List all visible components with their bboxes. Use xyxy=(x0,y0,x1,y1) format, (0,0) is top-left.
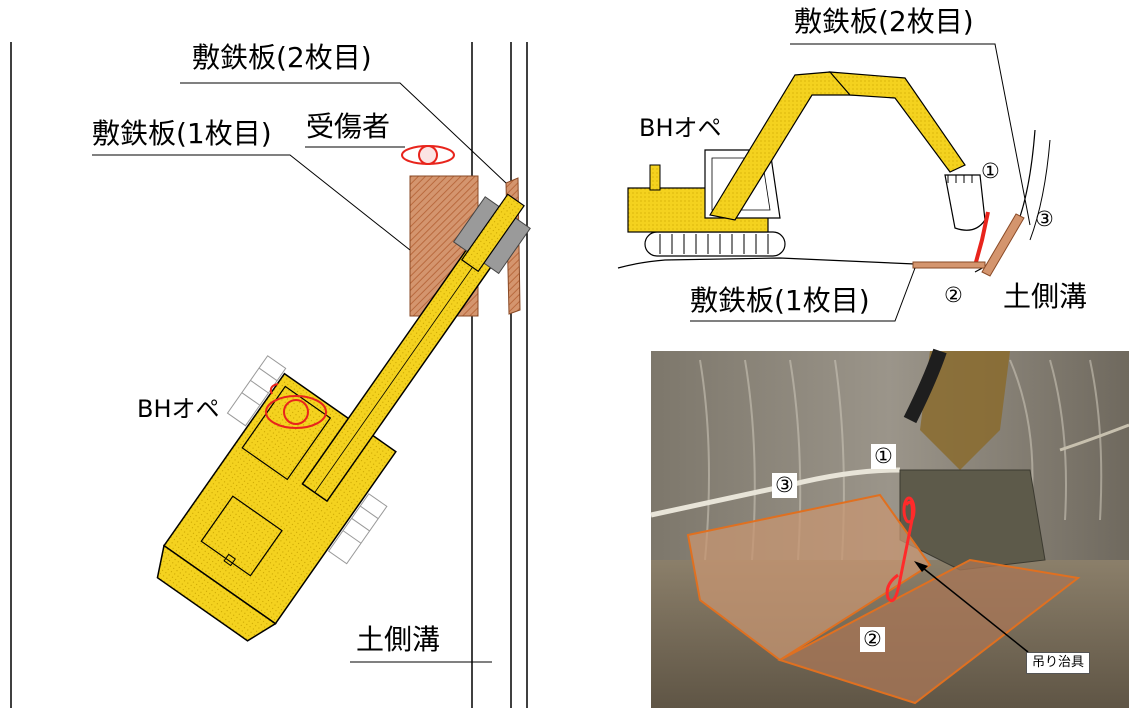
photo-marker-3: ③ xyxy=(772,473,797,498)
plate1-label: 敷鉄板(1枚目) xyxy=(92,117,272,150)
backhoe-plan xyxy=(156,193,531,642)
leader-plate2-side xyxy=(790,43,1031,226)
steel-plate-1-side xyxy=(912,261,986,269)
side-view xyxy=(617,43,1051,322)
operator-icon xyxy=(265,383,327,429)
photo-marker-2: ② xyxy=(860,627,885,652)
side-ditch-label: 土側溝 xyxy=(1003,280,1088,313)
side-marker-3: ③ xyxy=(1035,207,1054,231)
injured-person-icon xyxy=(401,145,455,165)
operator-label: BHオペ xyxy=(137,395,220,423)
plan-view xyxy=(10,42,531,708)
track xyxy=(644,231,786,257)
side-operator-label: BHオペ xyxy=(639,114,722,142)
photo-marker-1: ① xyxy=(871,444,896,469)
backhoe-arm xyxy=(828,71,966,173)
lifting-jig xyxy=(974,211,990,263)
ground-line xyxy=(617,257,916,269)
side-marker-1: ① xyxy=(981,159,1000,183)
steel-plate-2-side xyxy=(981,213,1025,277)
photo-steel-plate-1 xyxy=(777,558,1081,705)
photo-steel-plate-2 xyxy=(686,493,932,662)
site-photo xyxy=(650,348,1129,708)
leader-plate1 xyxy=(92,154,411,251)
tool-arrow xyxy=(917,563,1029,653)
plate2-label: 敷鉄板(2枚目) xyxy=(192,41,372,74)
backhoe-boom xyxy=(709,71,861,221)
leader-plate1-side xyxy=(690,267,916,322)
bucket xyxy=(944,174,986,231)
side-plate1-label: 敷鉄板(1枚目) xyxy=(690,284,870,317)
ditch-label: 土側溝 xyxy=(356,623,441,656)
side-plate2-label: 敷鉄板(2枚目) xyxy=(794,5,974,38)
lifting-jig-label: 吊り治具 xyxy=(1026,652,1091,675)
photo-lifting-jig xyxy=(885,500,914,603)
leader-plate2 xyxy=(180,82,507,184)
injured-label: 受傷者 xyxy=(306,110,391,143)
side-marker-2: ② xyxy=(944,283,963,307)
